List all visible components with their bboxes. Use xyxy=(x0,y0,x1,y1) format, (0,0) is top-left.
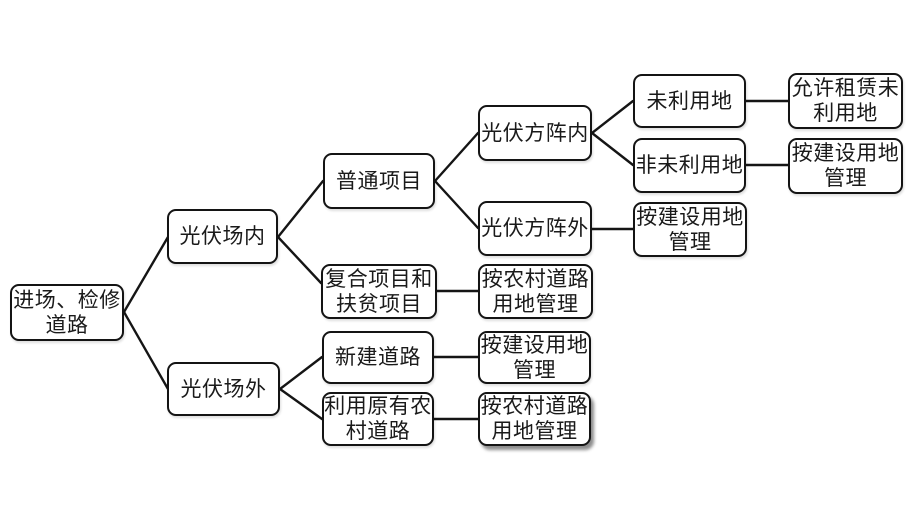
node-manage-as-construction-land-3-label: 按建设用地 管理 xyxy=(480,332,589,382)
edge-ordinary-to-array-inside xyxy=(433,131,480,183)
node-pv-array-inside: 光伏方阵内 xyxy=(478,105,592,161)
node-entry-maintenance-road: 进场、检修 道路 xyxy=(10,284,124,341)
node-manage-as-construction-land-3: 按建设用地 管理 xyxy=(478,331,591,384)
edge-array-inside-to-unused xyxy=(590,99,635,135)
node-entry-maintenance-road-label: 进场、检修 道路 xyxy=(13,287,121,337)
node-unused-land-label: 未利用地 xyxy=(646,88,733,113)
edge-pv-inside-to-composite xyxy=(276,235,323,285)
node-pv-array-inside-label: 光伏方阵内 xyxy=(481,120,589,145)
node-composite-and-poverty-project-label: 复合项目和 扶贫项目 xyxy=(325,266,433,316)
node-manage-as-construction-land-2-label: 按建设用地 管理 xyxy=(636,204,744,254)
edge-pv-outside-to-existing xyxy=(278,387,324,421)
node-non-unused-land: 非未利用地 xyxy=(633,138,746,193)
node-pv-field-inside-label: 光伏场内 xyxy=(179,224,266,248)
edge-pv-outside-to-new-road xyxy=(278,355,324,391)
node-unused-land: 未利用地 xyxy=(633,74,746,128)
node-ordinary-project-label: 普通项目 xyxy=(336,168,422,193)
node-new-road-label: 新建道路 xyxy=(335,345,421,369)
node-manage-as-rural-road-land-2-label: 按农村道路 用地管理 xyxy=(480,394,589,443)
edge-root-to-pv-inside xyxy=(122,235,170,314)
node-pv-field-inside: 光伏场内 xyxy=(167,209,278,264)
node-pv-field-outside-label: 光伏场外 xyxy=(180,376,267,401)
node-ordinary-project: 普通项目 xyxy=(323,153,435,209)
node-pv-array-outside-label: 光伏方阵外 xyxy=(481,216,589,240)
node-use-existing-rural-road-label: 利用原有农 村道路 xyxy=(324,394,432,443)
node-manage-as-construction-land-2: 按建设用地 管理 xyxy=(633,202,747,257)
edge-ordinary-to-array-outside xyxy=(433,179,480,230)
node-manage-as-rural-road-land-1-label: 按农村道路 用地管理 xyxy=(481,266,590,316)
node-pv-field-outside: 光伏场外 xyxy=(167,362,280,416)
node-pv-array-outside: 光伏方阵外 xyxy=(478,201,592,256)
edge-array-inside-to-non-unused xyxy=(590,131,635,167)
node-manage-as-rural-road-land-2: 按农村道路 用地管理 xyxy=(478,392,591,446)
node-manage-as-rural-road-land-1: 按农村道路 用地管理 xyxy=(478,264,593,319)
node-manage-as-construction-land-1: 按建设用地 管理 xyxy=(788,138,903,194)
node-manage-as-construction-land-1-label: 按建设用地 管理 xyxy=(791,141,900,190)
edge-root-to-pv-outside xyxy=(122,310,170,391)
node-non-unused-land-label: 非未利用地 xyxy=(635,153,744,177)
node-allow-lease-unused-land: 允许租赁未 利用地 xyxy=(788,73,903,129)
node-new-road: 新建道路 xyxy=(322,331,434,384)
node-use-existing-rural-road: 利用原有农 村道路 xyxy=(322,392,434,446)
edge-pv-inside-to-ordinary xyxy=(276,179,325,239)
node-allow-lease-unused-land-label: 允许租赁未 利用地 xyxy=(791,76,900,125)
node-composite-and-poverty-project: 复合项目和 扶贫项目 xyxy=(321,264,437,319)
